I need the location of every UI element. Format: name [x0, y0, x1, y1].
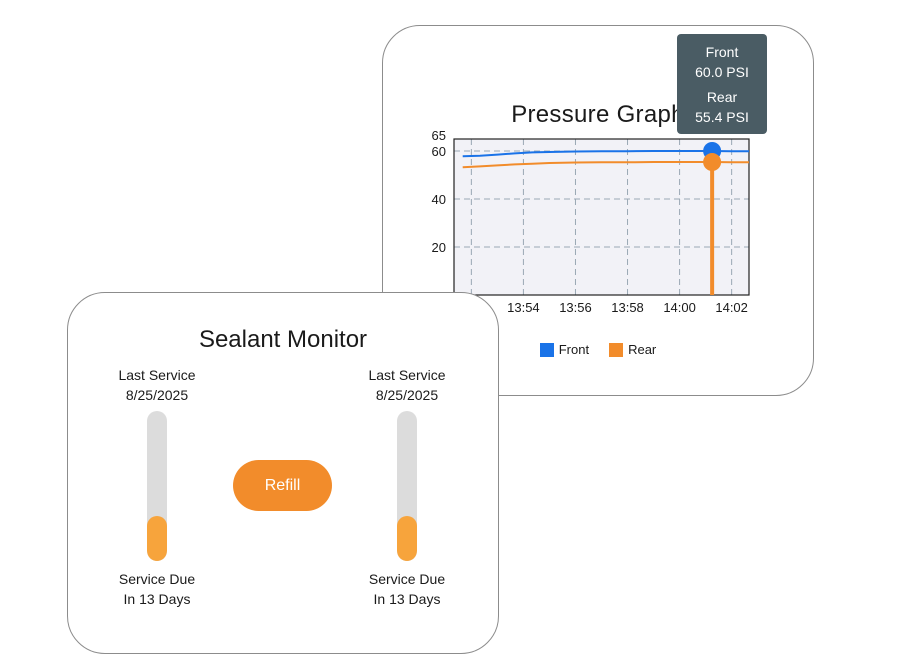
- x-tick-label: 13:58: [611, 300, 644, 315]
- left-last-service-label: Last Service: [118, 367, 196, 383]
- chart-legend: Front Rear: [383, 342, 813, 357]
- right-last-service: Last Service 8/25/2025: [337, 365, 477, 405]
- refill-button[interactable]: Refill: [233, 460, 332, 511]
- right-service-due-value: In 13 Days: [373, 591, 441, 607]
- tooltip-rear-value: 55.4 PSI: [695, 109, 749, 125]
- y-tick-label: 20: [432, 240, 446, 255]
- right-service-due: Service Due In 13 Days: [337, 569, 477, 609]
- tooltip-front-value: 60.0 PSI: [695, 64, 749, 80]
- rear-marker: [703, 153, 722, 172]
- pressure-graph-title: Pressure Graph: [511, 101, 685, 128]
- legend-label-front: Front: [558, 342, 590, 357]
- left-service-due-value: In 13 Days: [123, 591, 191, 607]
- x-tick-label: 14:00: [663, 300, 696, 315]
- left-service-due: Service Due In 13 Days: [87, 569, 227, 609]
- legend-swatch-front: [539, 342, 554, 357]
- y-tick-label: 65: [432, 128, 446, 143]
- right-last-service-label: Last Service: [368, 367, 446, 383]
- x-tick-label: 14:02: [715, 300, 748, 315]
- legend-item-front[interactable]: Front: [539, 342, 590, 357]
- right-last-service-date: 8/25/2025: [375, 387, 439, 403]
- sealant-monitor-card: Sealant Monitor Last Service 8/25/2025 S…: [67, 292, 499, 654]
- y-tick-label: 40: [432, 192, 446, 207]
- right-sealant-gauge: [397, 411, 417, 561]
- right-service-due-label: Service Due: [368, 571, 446, 587]
- left-sealant-gauge-fill: [147, 516, 167, 561]
- left-last-service: Last Service 8/25/2025: [87, 365, 227, 405]
- left-sealant-gauge: [147, 411, 167, 561]
- x-tick-label: 13:54: [507, 300, 540, 315]
- y-tick-label: 60: [432, 144, 446, 159]
- tooltip-front-label: Front: [705, 44, 739, 60]
- left-last-service-date: 8/25/2025: [125, 387, 189, 403]
- tooltip-rear-label: Rear: [706, 89, 738, 105]
- right-sealant-gauge-fill: [397, 516, 417, 561]
- sealant-monitor-title: Sealant Monitor: [198, 326, 368, 353]
- legend-swatch-rear: [609, 342, 624, 357]
- chart-tooltip: Front 60.0 PSI Rear 55.4 PSI: [677, 34, 767, 134]
- plot-border: [453, 138, 750, 296]
- x-tick-label: 13:56: [559, 300, 592, 315]
- legend-item-rear[interactable]: Rear: [609, 342, 656, 357]
- legend-label-rear: Rear: [628, 342, 657, 357]
- left-service-due-label: Service Due: [118, 571, 196, 587]
